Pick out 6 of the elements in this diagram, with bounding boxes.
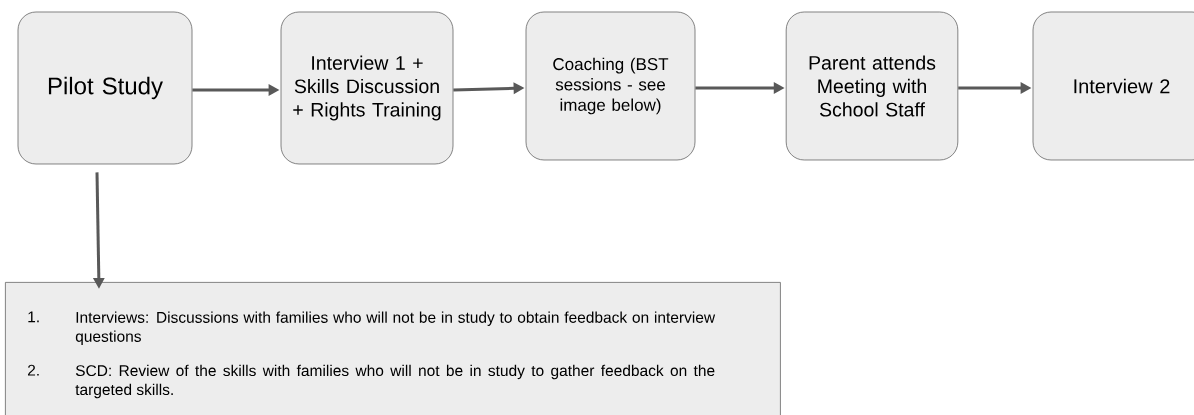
step-box: Parent attends Meeting with School Staff [785,11,959,161]
step-box: Pilot Study [17,11,193,165]
step-box: Interview 1 + Skills Discussion + Rights Training [280,11,454,165]
notes-box: 1. Interviews: Discussions with families who will not be in study to obtain feedback on interview questions 2. SCD: Review of the skills with families who will not be in study to gather feedback on the targeted skills. [5,282,781,415]
step-box: Interview 2 [1032,11,1194,161]
step-box: Coaching (BST sessions - see image below) [525,11,696,161]
